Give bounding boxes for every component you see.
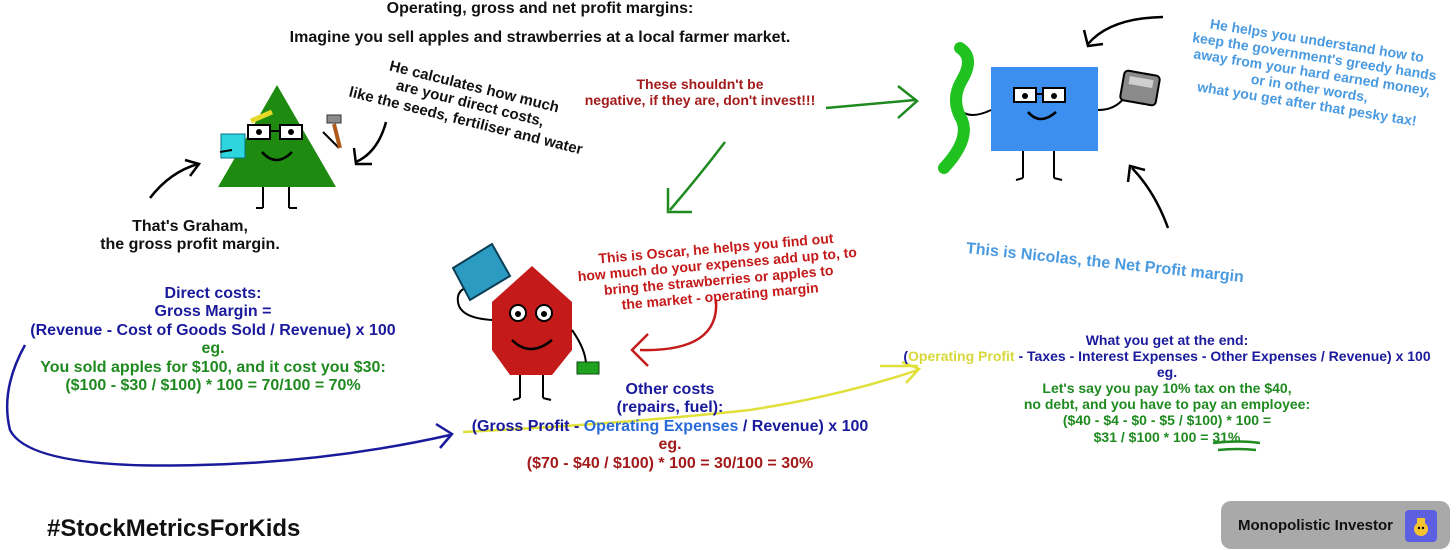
brand-logo-icon	[1405, 510, 1437, 542]
page-subtitle: Imagine you sell apples and strawberries…	[289, 29, 791, 46]
brand-badge[interactable]: Monopolistic Investor	[1221, 501, 1450, 549]
nicolas-character	[938, 42, 1161, 181]
graham-character	[218, 85, 342, 209]
graham-intro: That's Graham, the gross profit margin.	[100, 218, 280, 254]
negative-warning: These shouldn't be negative, if they are…	[584, 76, 816, 109]
page-title: Operating, gross and net profit margins:	[386, 0, 694, 17]
oscar-character	[451, 242, 600, 401]
net-margin-formula: What you get at the end: (Operating Prof…	[903, 332, 1431, 445]
gross-margin-formula: Direct costs: Gross Margin = (Revenue - …	[30, 285, 396, 394]
brand-name: Monopolistic Investor	[1238, 517, 1394, 534]
hashtag: #StockMetricsForKids	[47, 515, 301, 542]
operating-margin-formula: Other costs (repairs, fuel): (Gross Prof…	[471, 381, 869, 472]
